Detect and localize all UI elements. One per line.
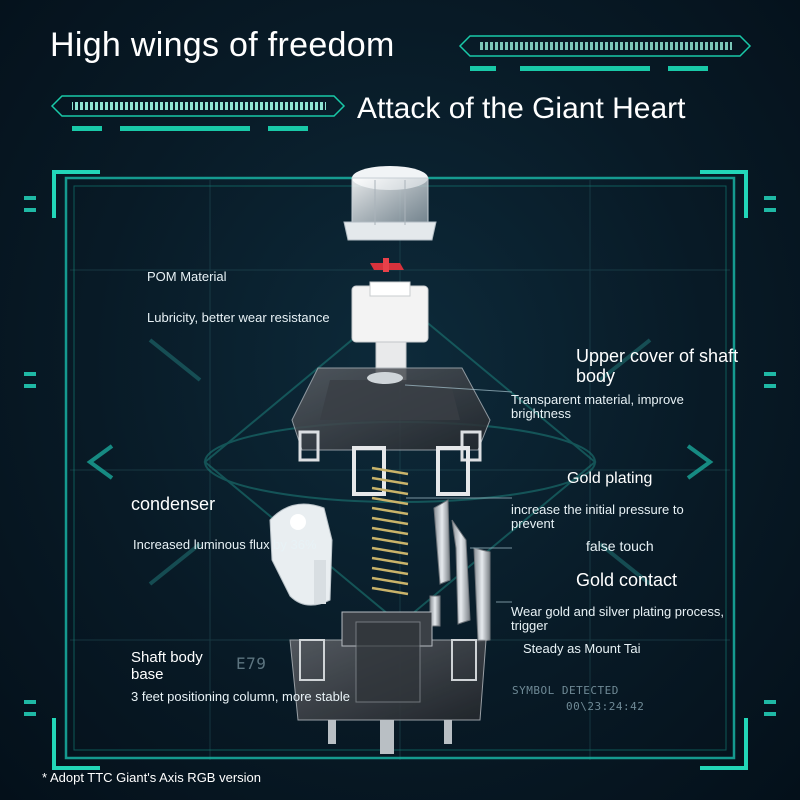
label-gold-contact: Gold contact <box>576 570 678 590</box>
label-shaft-base: Shaft body base <box>131 649 203 683</box>
condenser-lens-icon <box>269 503 333 606</box>
label-increase-pressure: increase the initial pressure to prevent <box>511 502 684 532</box>
label-condenser: condenser <box>131 494 216 514</box>
pom-stem-icon <box>351 281 429 383</box>
label-false-touch: false touch <box>586 538 654 554</box>
label-steady: Steady as Mount Tai <box>523 641 641 656</box>
clear-keycap-icon <box>343 166 437 241</box>
model-code: E79 <box>236 654 267 673</box>
label-transparent-material: Transparent material, improve brightness <box>511 392 684 422</box>
spring-icon <box>371 466 409 596</box>
label-three-feet: 3 feet positioning column, more stable <box>131 689 350 704</box>
hud-timestamp: 00\23:24:42 <box>566 700 645 713</box>
upper-housing-icon <box>291 367 491 496</box>
footnote: * Adopt TTC Giant's Axis RGB version <box>42 770 261 785</box>
headline-subtitle: Attack of the Giant Heart <box>357 92 686 125</box>
headline-title: High wings of freedom <box>50 26 395 64</box>
label-lubricity: Lubricity, better wear resistance <box>147 310 330 325</box>
label-pom-material: POM Material <box>147 269 227 284</box>
red-stem-icon <box>370 258 404 272</box>
label-upper-cover: Upper cover of shaft body <box>576 346 739 386</box>
label-luminous-flux: Increased luminous flux by 36% <box>133 537 317 552</box>
contact-leaf-icon <box>429 499 491 643</box>
hud-symbol-detected: SYMBOL DETECTED <box>512 684 619 697</box>
bottom-housing-icon <box>289 611 487 754</box>
label-gold-plating: Gold plating <box>567 470 653 487</box>
label-wear-gold: Wear gold and silver plating process, tr… <box>511 604 724 634</box>
